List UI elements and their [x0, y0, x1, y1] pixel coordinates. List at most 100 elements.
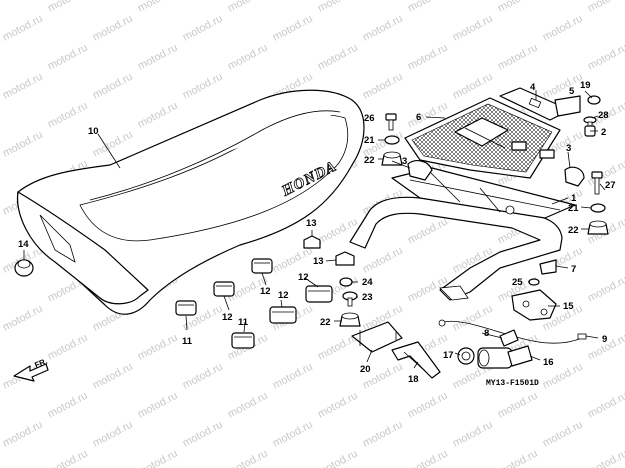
cushion-12b[interactable] [213, 281, 235, 297]
front-direction-indicator: FR. [13, 357, 49, 382]
watermark-text: motod.ru [586, 42, 625, 73]
watermark-text: motod.ru [1, 129, 45, 160]
watermark-text: motod.ru [46, 0, 90, 15]
plate-19[interactable] [554, 95, 581, 117]
callout-27: 27 [605, 180, 616, 191]
cap-5[interactable] [587, 95, 601, 105]
callout-1: 1 [571, 193, 577, 204]
washer-21b[interactable] [590, 203, 606, 213]
callout-28: 28 [598, 110, 609, 121]
watermark-text: motod.ru [496, 390, 540, 421]
seal-17[interactable] [457, 347, 475, 365]
seat-lock-cable-9[interactable] [438, 319, 587, 344]
callout-6: 6 [416, 112, 421, 123]
watermark-text: motod.ru [226, 448, 270, 468]
rack-plate-6[interactable] [404, 97, 561, 179]
callout-18: 18 [408, 374, 419, 385]
watermark-text: motod.ru [46, 100, 90, 131]
cushion-12a[interactable] [251, 258, 273, 274]
callout-8: 8 [484, 328, 489, 339]
clip-8[interactable] [499, 329, 519, 347]
watermark-text: motod.ru [91, 13, 135, 44]
rear-carrier-frame[interactable] [349, 167, 576, 301]
watermark-text: motod.ru [136, 100, 180, 131]
callout-12b: 12 [222, 312, 233, 323]
screw-24[interactable] [339, 277, 353, 287]
watermark-text: motod.ru [91, 361, 135, 392]
watermark-text: motod.ru [586, 390, 625, 421]
watermark-text: motod.ru [46, 390, 90, 421]
seat-assembly[interactable]: HONDA [16, 89, 365, 315]
watermark-text: motod.ru [541, 13, 585, 44]
cushion-11b[interactable] [231, 332, 255, 349]
callout-11b: 11 [182, 336, 193, 347]
callout-22a: 22 [364, 155, 375, 166]
watermark-text: motod.ru [361, 419, 405, 450]
watermark-text: motod.ru [226, 0, 270, 15]
leader-lines [23, 90, 606, 369]
watermark-text: motod.ru [451, 71, 495, 102]
watermark-text: motod.ru [316, 0, 360, 15]
watermark-text: motod.ru [271, 419, 315, 450]
callout-24: 24 [362, 277, 373, 288]
watermark-text: motod.ru [496, 42, 540, 73]
watermark-text: motod.ru [496, 448, 540, 468]
cushion-12d[interactable] [269, 306, 297, 324]
clamp-3a[interactable] [407, 160, 433, 181]
bolt-23[interactable] [342, 291, 358, 307]
cushion-12c[interactable] [305, 285, 333, 303]
watermark-text: motod.ru [1, 71, 45, 102]
callout-26: 26 [364, 113, 375, 124]
cushion-11a[interactable] [175, 300, 197, 316]
callout-25: 25 [512, 277, 523, 288]
watermark-text: motod.ru [1, 13, 45, 44]
watermark-text: motod.ru [586, 0, 625, 15]
callout-21b: 21 [568, 203, 579, 214]
watermark-text: motod.ru [1, 303, 45, 334]
watermark-text: motod.ru [46, 448, 90, 468]
watermark-text: motod.ru [136, 390, 180, 421]
seat-cushions[interactable] [14, 235, 355, 349]
watermark-text: motod.ru [361, 13, 405, 44]
callout-5: 5 [569, 86, 575, 97]
watermark-text: motod.ru [46, 332, 90, 363]
watermark-text: motod.ru [271, 13, 315, 44]
seat-lock-16[interactable] [477, 345, 533, 369]
watermark-text: motod.ru [91, 71, 135, 102]
grommet-13a[interactable] [303, 235, 321, 249]
nut-22c[interactable] [339, 312, 361, 327]
callout-12c: 12 [278, 290, 289, 301]
callout-4: 4 [530, 82, 536, 93]
nut-22a[interactable] [381, 151, 403, 166]
watermark-text: motod.ru [406, 448, 450, 468]
watermark-text: motod.ru [136, 42, 180, 73]
watermark-text: motod.ru [496, 0, 540, 15]
watermark-text: motod.ru [46, 42, 90, 73]
bolt-26[interactable] [385, 113, 397, 131]
diagram-code: MY13-F1501D [486, 379, 539, 388]
screw-25[interactable] [528, 278, 540, 286]
callout-13b: 13 [313, 256, 324, 267]
washer-21a[interactable] [384, 135, 400, 145]
clip-7[interactable] [539, 259, 557, 275]
watermark-text: motod.ru [136, 332, 180, 363]
strap-18[interactable] [391, 341, 441, 379]
watermark-text: motod.ru [316, 42, 360, 73]
direction-label: FR. [33, 357, 48, 370]
watermark-text: motod.ru [1, 419, 45, 450]
rubber-14[interactable] [14, 259, 34, 277]
grommet-13b[interactable] [335, 251, 355, 266]
callout-12d: 12 [298, 272, 309, 283]
nut-22b[interactable] [587, 220, 609, 235]
callout-16: 16 [543, 357, 554, 368]
clamp-3b[interactable] [564, 166, 585, 187]
watermark-text: motod.ru [406, 0, 450, 15]
watermark-text: motod.ru [91, 419, 135, 450]
bolt-27[interactable] [591, 171, 603, 195]
callout-20: 20 [360, 364, 371, 375]
holder-20[interactable] [351, 321, 403, 353]
callout-10: 10 [88, 126, 99, 137]
seat-latch-15[interactable] [511, 289, 557, 321]
